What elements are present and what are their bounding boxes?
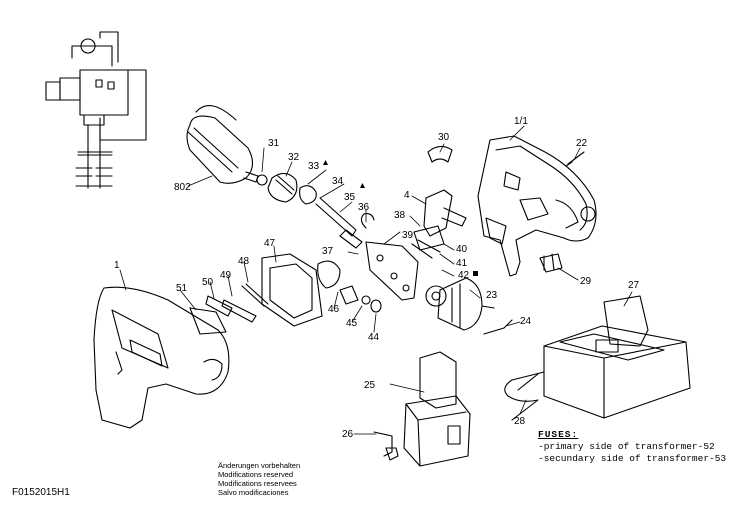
key-26 bbox=[373, 431, 399, 461]
modification-notice: Änderungen vorbehalten Modifications res… bbox=[218, 461, 300, 497]
fuses-secondary: -secundary side of transformer-53 bbox=[538, 453, 727, 464]
wiring-schematic bbox=[45, 31, 147, 189]
label-38: 38 bbox=[394, 210, 406, 221]
gearbox-plate-39 bbox=[365, 241, 419, 301]
washer-45 bbox=[361, 295, 371, 305]
label-48: 48 bbox=[238, 256, 250, 267]
part-50 bbox=[205, 295, 233, 317]
label-37: 37 bbox=[322, 246, 334, 257]
label-29: 29 bbox=[580, 276, 592, 287]
notice-de: Änderungen vorbehalten bbox=[218, 461, 301, 470]
label-1-1: 1/1 bbox=[514, 116, 528, 127]
label-51: 51 bbox=[176, 283, 188, 294]
part-22-screw bbox=[565, 151, 585, 167]
label-30: 30 bbox=[438, 132, 450, 143]
part-51 bbox=[189, 307, 227, 335]
washer-42 bbox=[425, 285, 447, 307]
gear-train bbox=[256, 172, 375, 249]
label-36: 36 bbox=[358, 202, 370, 213]
gear-housing-47 bbox=[261, 253, 359, 327]
label-32: 32 bbox=[288, 152, 300, 163]
label-24: 24 bbox=[520, 316, 532, 327]
label-4: 4 bbox=[404, 190, 410, 201]
bushing-44 bbox=[370, 299, 382, 313]
housing-right-half bbox=[477, 135, 597, 277]
label-22: 22 bbox=[576, 138, 588, 149]
document-id: F0152015H1 bbox=[12, 487, 70, 498]
fuses-primary: -primary side of transformer-52 bbox=[538, 441, 715, 452]
fuses-title: FUSES: bbox=[538, 429, 579, 440]
chuck-23 bbox=[437, 277, 495, 331]
label-41: 41 bbox=[456, 258, 468, 269]
markers bbox=[323, 160, 478, 276]
leader-lines bbox=[119, 125, 633, 435]
label-50: 50 bbox=[202, 277, 214, 288]
label-802: 802 bbox=[174, 182, 191, 193]
label-40: 40 bbox=[456, 244, 468, 255]
label-34: 34 bbox=[332, 176, 344, 187]
label-46: 46 bbox=[328, 304, 340, 315]
label-42: 42 bbox=[458, 270, 470, 281]
label-49: 49 bbox=[220, 270, 232, 281]
clip-29 bbox=[539, 253, 563, 273]
label-23: 23 bbox=[486, 290, 498, 301]
notice-fr: Modifications reservees bbox=[218, 479, 297, 488]
motor-802 bbox=[186, 105, 259, 184]
label-1: 1 bbox=[114, 260, 120, 271]
label-25: 25 bbox=[364, 380, 376, 391]
label-31: 31 bbox=[268, 138, 280, 149]
notice-es: Salvo modificaciones bbox=[218, 488, 289, 497]
label-26: 26 bbox=[342, 429, 354, 440]
switch-assembly bbox=[411, 189, 467, 259]
housing-left-half bbox=[93, 286, 230, 429]
screw-24 bbox=[483, 319, 513, 335]
battery-pack-25 bbox=[403, 351, 471, 467]
part-49 bbox=[221, 299, 257, 323]
part-48 bbox=[241, 283, 269, 307]
charger-27 bbox=[504, 295, 691, 421]
label-45: 45 bbox=[346, 318, 358, 329]
notice-en: Modifications reserved bbox=[218, 470, 294, 479]
label-44: 44 bbox=[368, 332, 380, 343]
label-39: 39 bbox=[402, 230, 414, 241]
label-35: 35 bbox=[344, 192, 356, 203]
label-33: 33 bbox=[308, 161, 320, 172]
fuses-note: FUSES: -primary side of transformer-52 -… bbox=[538, 429, 726, 465]
label-27: 27 bbox=[628, 280, 640, 291]
part-30-clip bbox=[427, 145, 453, 163]
label-28: 28 bbox=[514, 416, 526, 427]
label-47: 47 bbox=[264, 238, 276, 249]
